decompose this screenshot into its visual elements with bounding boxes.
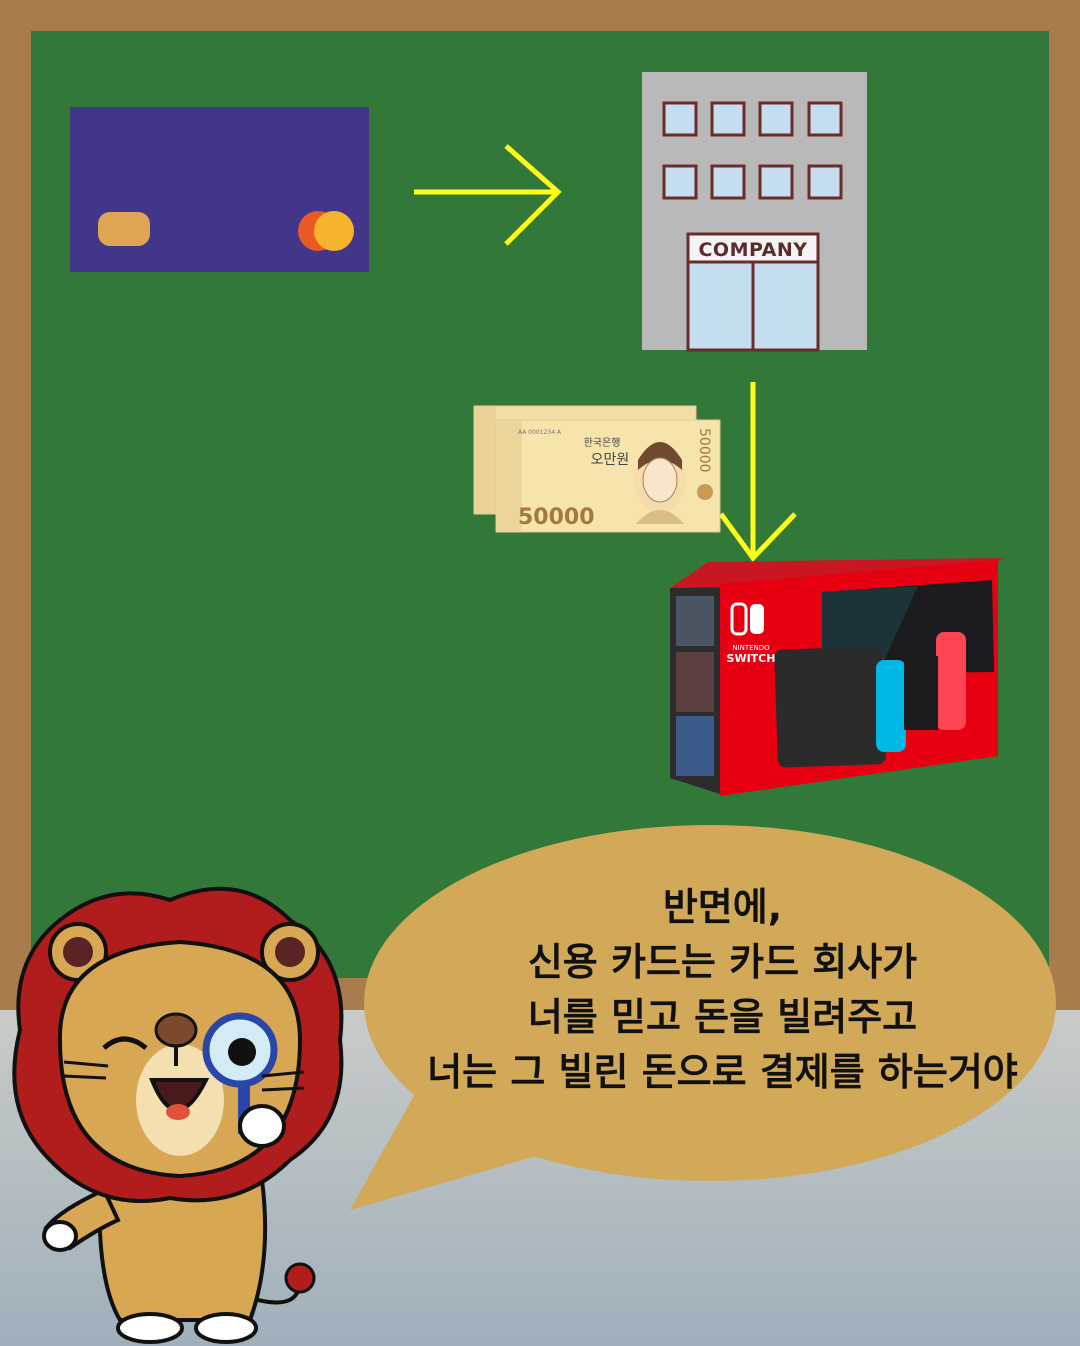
arrow-down-icon	[718, 382, 797, 562]
banknote-serial: AA 0001234 A	[518, 429, 562, 436]
banknote-bank: 한국은행	[584, 437, 621, 449]
card-chip-icon	[98, 212, 150, 246]
arrow-right-icon	[414, 144, 562, 246]
company-sign: COMPANY	[698, 239, 807, 261]
credit-card-icon	[70, 107, 369, 272]
banknotes-icon: 한국은행 오만원 AA 0001234 A 50000 50000	[473, 405, 721, 533]
speech-line-1: 반면에,	[662, 885, 783, 929]
box-brand-line1: NINTENDO	[732, 644, 770, 652]
speech-line-2: 신용 카드는 카드 회사가	[527, 940, 918, 984]
banknote-value: 50000	[518, 505, 595, 530]
speech-line-4: 너는 그 빌린 돈으로 결제를 하는거야	[427, 1050, 1018, 1094]
speech-text: 반면에, 신용 카드는 카드 회사가 너를 믿고 돈을 빌려주고 너는 그 빌린…	[385, 880, 1060, 1100]
company-building-icon: COMPANY	[642, 72, 867, 352]
card-logo-icon	[298, 211, 354, 251]
speech-bubble	[350, 825, 1056, 1210]
banknote-denomination: 오만원	[591, 452, 630, 468]
box-brand-line2: SWITCH	[727, 652, 776, 665]
switch-logo-icon	[730, 602, 764, 636]
nintendo-switch-box-icon: NINTENDO SWITCH	[670, 558, 1004, 796]
lion-mascot-icon	[12, 886, 344, 1344]
speech-line-3: 너를 믿고 돈을 빌려주고	[527, 995, 918, 1039]
banknote-value-vertical: 50000	[696, 428, 712, 473]
